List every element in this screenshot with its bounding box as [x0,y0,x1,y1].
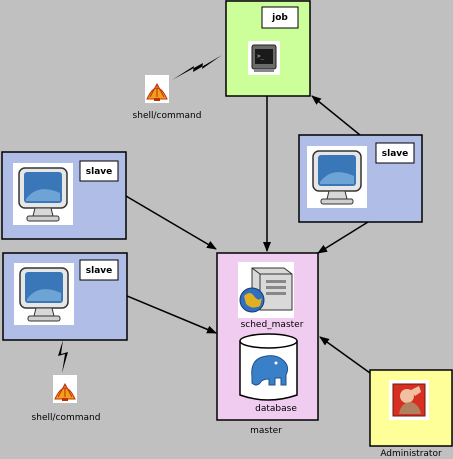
job-node[interactable]: job >_ [225,0,311,97]
administrator-icon [389,380,429,420]
edge-slave-bottom-left-to-shell-lightning [58,340,68,373]
slave-right-label-box [375,142,415,164]
slave-top-left-label-box [79,160,119,182]
shell-command-top[interactable]: shell/command [133,74,202,121]
edge-shell-top-to-job-lightning [172,55,222,80]
slave-right-label: slave [382,149,409,159]
svg-text:>_: >_ [257,53,265,60]
terminal-icon: >_ [248,41,280,75]
job-label: job [271,13,288,23]
shell-command-bottom[interactable]: shell/command [32,374,101,423]
slave-bottom-left-label: slave [86,266,113,276]
monitor-icon [12,162,74,226]
slave-bottom-left-node[interactable]: slave [2,252,128,341]
shell-command-top-label: shell/command [133,111,202,121]
edge-slave-bottom-left-to-master [126,295,217,334]
database-label: database [255,404,297,414]
job-label-box [261,6,299,29]
edge-slave-right-to-job [311,95,361,136]
slave-right-node[interactable]: slave [298,134,423,223]
server-icon [238,262,294,318]
sched-master-label: sched_master [241,320,304,330]
administrator-node[interactable] [369,369,453,447]
edges [58,55,371,374]
slave-top-left-node[interactable]: slave [1,151,127,240]
edge-slave-right-to-master [317,221,369,254]
slave-top-left-label: slave [86,167,113,177]
database-icon [239,333,298,401]
edge-administrator-to-master [319,336,371,374]
monitor-icon [306,145,368,209]
monitor-icon [13,262,75,326]
master-node[interactable]: sched_master database [216,252,319,421]
edge-slave-top-left-to-master [125,195,217,250]
shell-command-bottom-label: shell/command [32,413,101,423]
master-label: master [250,426,282,436]
shell-icon [144,74,170,104]
shell-icon [52,374,78,404]
slave-bottom-left-label-box [79,259,119,281]
administrator-label: Administrator [380,449,442,459]
